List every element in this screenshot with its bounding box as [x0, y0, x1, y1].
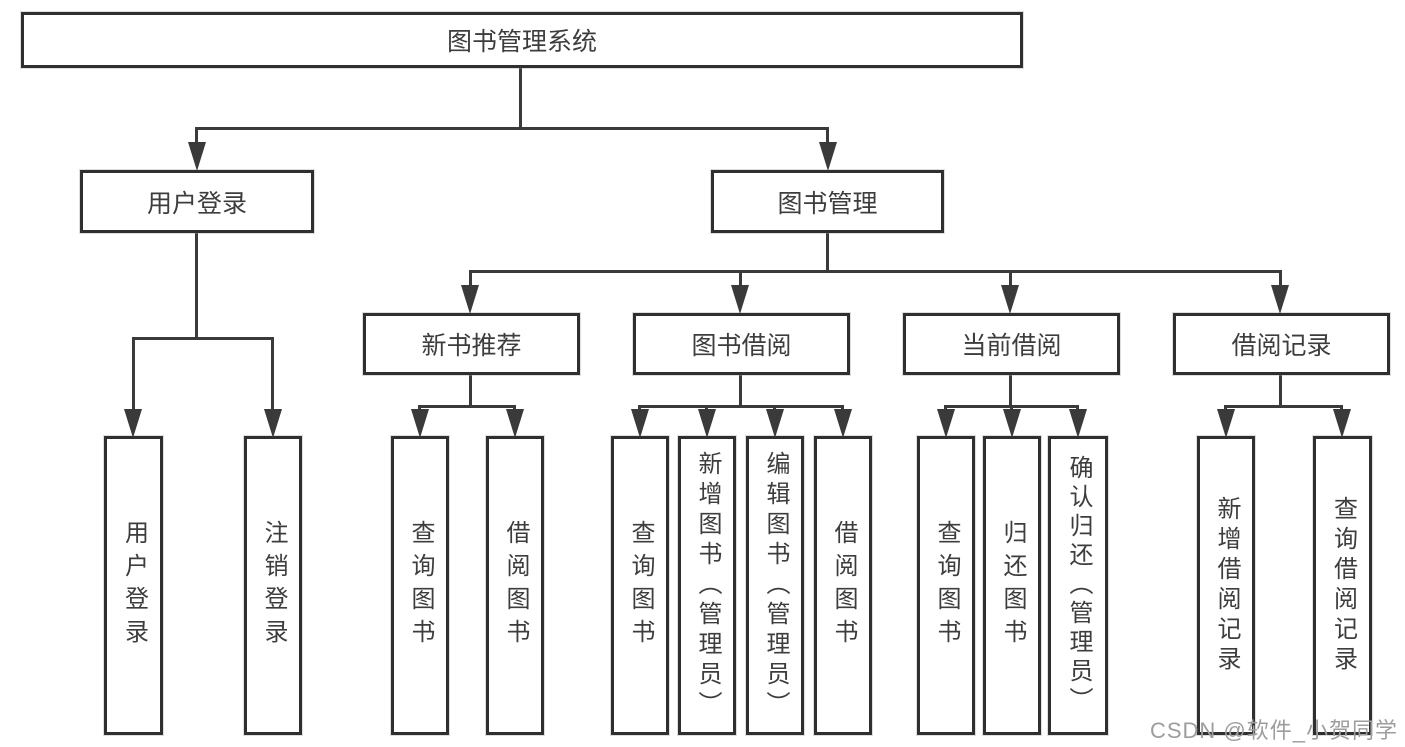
leaf-return-book-label: 归还图书: [999, 519, 1026, 652]
arrow-down-icon: [1003, 409, 1021, 438]
leaf-add-book-admin: 新增图书（管理员）: [678, 436, 736, 735]
node-current-borrow-label: 当前借阅: [961, 332, 1062, 360]
node-root: 图书管理系统: [21, 12, 1023, 68]
node-new-book-recommend-label: 新书推荐: [421, 332, 522, 360]
connector-root-stem: [519, 68, 522, 128]
arrow-down-icon: [698, 409, 716, 438]
leaf-user-login: 用户登录: [104, 436, 163, 735]
arrow-down-icon: [1001, 285, 1019, 314]
arrow-down-icon: [264, 409, 282, 438]
arrow-down-icon: [1069, 409, 1087, 438]
node-new-book-recommend: 新书推荐: [363, 313, 580, 375]
node-book-borrow: 图书借阅: [633, 313, 850, 375]
csdn-watermark: CSDN @软件_小贺同学: [1149, 718, 1398, 743]
connector-manage-bus: [469, 270, 1282, 273]
arrow-down-icon: [1217, 409, 1235, 438]
arrow-down-icon: [461, 285, 479, 314]
leaf-add-borrow-record-label: 新增借阅记录: [1213, 495, 1240, 676]
connector-login-stem: [195, 233, 198, 337]
arrow-down-icon: [506, 409, 524, 438]
leaf-current-query-book: 查询图书: [917, 436, 975, 735]
leaf-borrow-book: 借阅图书: [814, 436, 872, 735]
connector-drop-level3: [469, 270, 472, 288]
node-book-manage: 图书管理: [711, 170, 944, 233]
connector-root-bus: [195, 127, 829, 130]
node-root-label: 图书管理系统: [446, 28, 597, 56]
leaf-confirm-return-admin: 确认归还（管理员）: [1048, 436, 1108, 735]
leaf-edit-book-admin: 编辑图书（管理员）: [746, 436, 804, 735]
connector-borrow-bus: [638, 405, 844, 408]
arrow-down-icon: [631, 409, 649, 438]
connector-current-stem: [1009, 375, 1012, 405]
connector-drop-login: [195, 127, 198, 146]
leaf-logout: 注销登录: [244, 436, 302, 735]
connector-manage-stem: [826, 233, 829, 270]
leaf-borrow-book-label: 借阅图书: [830, 519, 857, 652]
node-user-login-label: 用户登录: [146, 189, 247, 218]
leaf-recommend-query-book-label: 查询图书: [407, 519, 434, 652]
leaf-recommend-borrow-book-label: 借阅图书: [502, 519, 529, 652]
node-book-borrow-label: 图书借阅: [691, 332, 792, 360]
connector-records-bus: [1224, 405, 1343, 408]
connector-drop-level3: [739, 270, 742, 288]
node-borrow-records-label: 借阅记录: [1231, 332, 1332, 360]
leaf-logout-label: 注销登录: [260, 519, 287, 652]
node-borrow-records: 借阅记录: [1173, 313, 1390, 375]
arrow-down-icon: [731, 285, 749, 314]
leaf-add-book-admin-label: 新增图书（管理员）: [694, 450, 721, 721]
leaf-user-login-label: 用户登录: [120, 519, 148, 652]
node-book-manage-label: 图书管理: [777, 189, 878, 218]
arrow-down-icon: [188, 142, 206, 171]
connector-recommend-stem: [469, 375, 472, 405]
leaf-add-borrow-record: 新增借阅记录: [1197, 436, 1255, 735]
arrow-down-icon: [834, 409, 852, 438]
node-user-login: 用户登录: [80, 170, 314, 233]
connector-drop-level3: [1009, 270, 1012, 288]
connector-records-stem: [1279, 375, 1282, 405]
leaf-recommend-borrow-book: 借阅图书: [486, 436, 544, 735]
arrow-down-icon: [1271, 285, 1289, 314]
connector-drop-level3: [1279, 270, 1282, 288]
leaf-query-borrow-record: 查询借阅记录: [1313, 436, 1372, 735]
node-current-borrow: 当前借阅: [903, 313, 1120, 375]
connector-borrow-stem: [739, 375, 742, 405]
leaf-query-borrow-record-label: 查询借阅记录: [1329, 495, 1357, 676]
arrow-down-icon: [411, 409, 429, 438]
connector-drop-leaf: [271, 337, 274, 413]
connector-login-bus: [132, 337, 274, 340]
arrow-down-icon: [124, 409, 142, 438]
arrow-down-icon: [766, 409, 784, 438]
leaf-borrow-query-book-label: 查询图书: [627, 519, 654, 652]
arrow-down-icon: [819, 142, 837, 171]
leaf-current-query-book-label: 查询图书: [933, 519, 960, 652]
leaf-borrow-query-book: 查询图书: [611, 436, 669, 735]
connector-drop-manage: [826, 127, 829, 146]
connector-recommend-bus: [418, 405, 516, 408]
leaf-recommend-query-book: 查询图书: [391, 436, 449, 735]
leaf-return-book: 归还图书: [983, 436, 1041, 735]
connector-drop-leaf: [132, 337, 135, 413]
arrow-down-icon: [1333, 409, 1351, 438]
leaf-edit-book-admin-label: 编辑图书（管理员）: [762, 450, 789, 721]
leaf-confirm-return-admin-label: 确认归还（管理员）: [1065, 455, 1092, 716]
arrow-down-icon: [937, 409, 955, 438]
